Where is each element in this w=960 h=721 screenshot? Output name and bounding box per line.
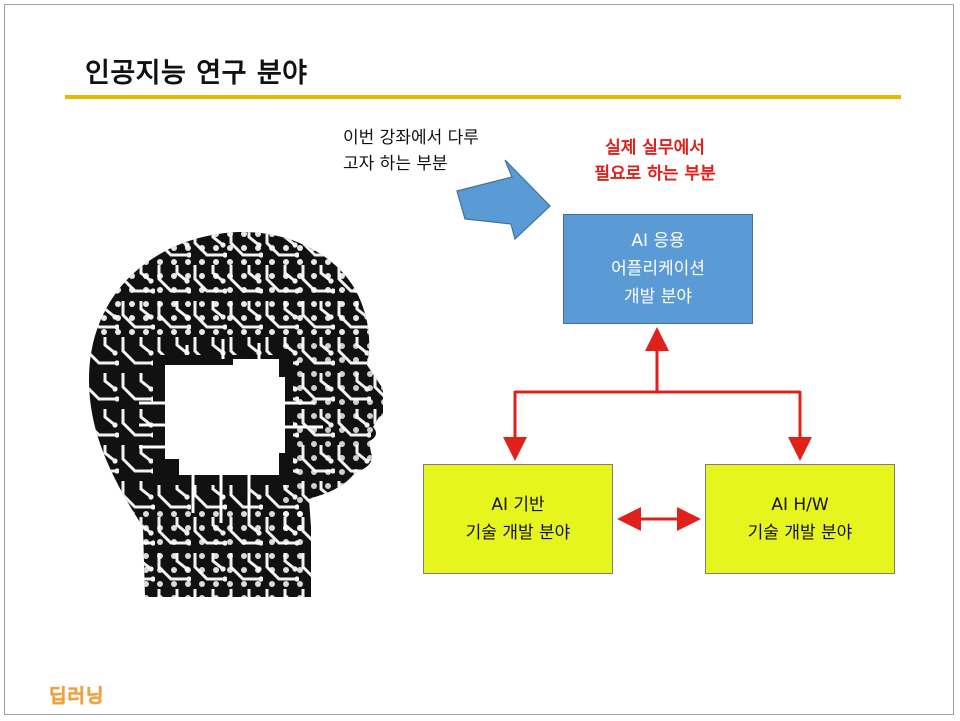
ai-hardware-tech-box: AI H/W 기술 개발 분야	[705, 464, 895, 574]
lecture-scope-note: 이번 강좌에서 다루 고자 하는 부분	[343, 125, 479, 177]
ai-foundation-tech-box: AI 기반 기술 개발 분야	[423, 464, 613, 574]
diagram-connectors	[456, 159, 812, 531]
ai-application-box: AI 응용 어플리케이션 개발 분야	[563, 214, 753, 324]
ai-foundation-tech-box-line-1: AI 기반	[491, 495, 545, 515]
lecture-scope-note-line-1: 이번 강좌에서 다루	[343, 128, 479, 148]
practice-need-note-line-1: 실제 실무에서	[605, 138, 705, 158]
lecture-scope-note-line-2: 고자 하는 부분	[343, 154, 448, 174]
slide: 인공지능 연구 분야 이번 강좌에서 다루 고자 하는 부분 실제 실무에서 필…	[4, 4, 954, 715]
ai-hardware-tech-box-line-1: AI H/W	[771, 495, 829, 515]
block-arrow-icon	[456, 159, 551, 241]
ai-application-box-line-1: AI 응용	[631, 231, 685, 251]
ai-application-box-line-3: 개발 분야	[624, 287, 692, 307]
ai-hardware-tech-box-line-2: 기술 개발 분야	[747, 523, 853, 543]
practice-need-note: 실제 실무에서 필요로 하는 부분	[555, 135, 755, 187]
page-title: 인공지능 연구 분야	[85, 58, 308, 89]
ai-foundation-tech-box-line-2: 기술 개발 분야	[465, 523, 571, 543]
practice-need-note-line-2: 필요로 하는 부분	[594, 164, 716, 184]
ai-application-box-line-2: 어플리케이션	[611, 259, 705, 279]
brand-logo: 딥러닝	[49, 685, 105, 707]
circuit-head-icon	[89, 232, 383, 597]
title-underline	[65, 95, 901, 99]
